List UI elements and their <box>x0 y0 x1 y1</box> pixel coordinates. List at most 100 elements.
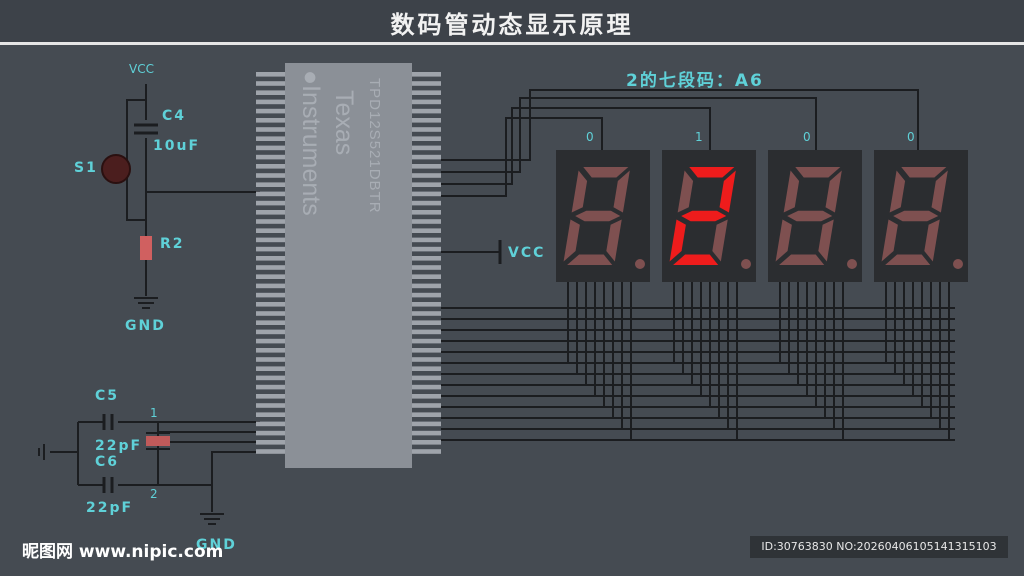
segment-e <box>881 219 898 262</box>
chip-part-number: TPD12S521DBTR <box>366 78 383 214</box>
header-bar <box>0 0 1024 45</box>
digit-1-segments <box>563 167 630 265</box>
digit-select-bit-1: 0 <box>586 130 594 144</box>
chip-pin-right <box>412 127 441 132</box>
segment-d <box>779 254 825 265</box>
chip-pin-left <box>256 173 285 178</box>
chip-pin-left <box>256 292 285 298</box>
chip-pin-left <box>256 274 285 279</box>
chip-pin-right <box>412 366 441 371</box>
vcc-label-top: VCC <box>129 62 154 76</box>
chip-pin-right <box>412 145 441 151</box>
chip-pin-left <box>256 320 285 325</box>
wire <box>211 451 256 485</box>
wire <box>441 97 817 173</box>
segment-e <box>563 219 580 262</box>
segment-b <box>613 170 630 213</box>
segment-f <box>571 170 588 213</box>
segment-code-label: 2的七段码：A6 <box>626 71 764 91</box>
digit-select-bit-4: 0 <box>907 130 915 144</box>
segment-e <box>669 219 686 262</box>
chip-pin-right <box>412 348 441 353</box>
wire <box>441 117 603 197</box>
chip-pin-left <box>256 338 285 344</box>
s1-button <box>101 154 131 184</box>
s1-label: S1 <box>74 160 98 176</box>
chip-pin-left <box>256 127 285 132</box>
segment-f <box>889 170 906 213</box>
chip-pin-left <box>256 440 285 445</box>
chip-pin-left <box>256 182 285 187</box>
digit-3-segments <box>775 167 842 265</box>
chip-pin-right <box>412 421 441 427</box>
chip-pin-right <box>412 219 441 224</box>
segment-a <box>583 167 629 178</box>
chip-pin-right <box>412 228 441 233</box>
chip-pin-right <box>412 430 441 436</box>
chip-pin-right <box>412 173 441 178</box>
chip-pin-right <box>412 403 441 408</box>
chip-pin-right <box>412 384 441 390</box>
chip-pin-left <box>256 311 285 316</box>
c4-label: C4 <box>162 108 187 124</box>
chip-pin-left <box>256 200 285 206</box>
chip-pin-left <box>256 394 285 399</box>
chip-pin-left <box>256 375 285 381</box>
chip-pin-right <box>412 191 441 197</box>
chip-pin-right <box>412 292 441 298</box>
segment-a <box>901 167 947 178</box>
segment-d <box>673 254 719 265</box>
segment-c <box>606 219 622 262</box>
chip-pin-right <box>412 302 441 307</box>
chip-pin-right <box>412 118 441 123</box>
chip-pin-left <box>256 118 285 123</box>
c5-label: C5 <box>95 388 120 404</box>
chip-pin-right <box>412 256 441 261</box>
chip-pin-right <box>412 375 441 381</box>
chip-pin-left <box>256 145 285 151</box>
chip-pin-right <box>412 81 441 86</box>
segment-c <box>818 219 834 262</box>
digit-2-segments <box>669 167 736 265</box>
chip-pin-right <box>412 265 441 270</box>
chip-pin-left <box>256 90 285 95</box>
chip-pin-left <box>256 348 285 353</box>
chip-pin-right <box>412 394 441 399</box>
chip-pin-right <box>412 440 441 445</box>
chip-pin-right <box>412 182 441 187</box>
r2-label: R2 <box>160 236 185 252</box>
segment-g <box>787 210 833 222</box>
chip-brand-line1: Texas <box>330 90 358 156</box>
wires <box>50 84 955 512</box>
vcc-label-right: VCC <box>508 245 546 261</box>
chip-pin-left <box>256 81 285 86</box>
digit-1-dp <box>635 259 645 269</box>
chip-pin-right <box>412 412 441 417</box>
digit-2-dp <box>741 259 751 269</box>
chip-pin-left <box>256 430 285 436</box>
segment-g <box>893 210 939 222</box>
segment-a <box>689 167 735 178</box>
components <box>38 123 502 525</box>
chip-pin-left <box>256 237 285 243</box>
chip-pin-left <box>256 228 285 233</box>
segment-d <box>567 254 613 265</box>
wire <box>441 107 711 185</box>
chip-pin-right <box>412 320 441 325</box>
wire <box>441 89 919 161</box>
digit-4-segments <box>881 167 948 265</box>
gnd-label-bottom: GND <box>196 537 237 553</box>
crystal-pin1-label: 1 <box>150 406 158 420</box>
segment-b <box>719 170 736 213</box>
c6-label: C6 <box>95 454 120 470</box>
c6-value: 22pF <box>86 500 134 516</box>
segment-f <box>677 170 694 213</box>
chip-pin-left <box>256 72 285 77</box>
chip-brand-text: Instruments <box>297 85 325 216</box>
chip-pin-right <box>412 338 441 344</box>
chip-pin-left <box>256 154 285 160</box>
segment-d <box>885 254 931 265</box>
chip-body <box>285 63 412 468</box>
chip-pin-left <box>256 265 285 270</box>
